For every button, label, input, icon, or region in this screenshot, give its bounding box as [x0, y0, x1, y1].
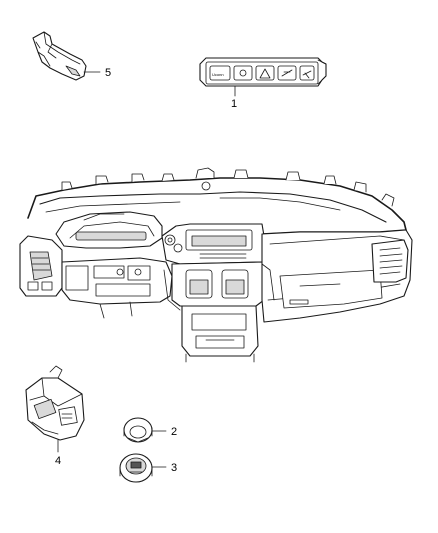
- callout-1: 1: [231, 98, 237, 110]
- part-2-ring: [123, 417, 167, 443]
- callout-3: 3: [171, 462, 177, 474]
- switch-brand-label: Uconn: [212, 72, 224, 77]
- part-3-round-switch: [119, 453, 167, 483]
- callout-5: 5: [105, 67, 111, 79]
- part-1-switch-bank: Uconn: [199, 57, 327, 97]
- part-4-switch-housing: [25, 365, 85, 453]
- hazard-icon: [259, 68, 271, 79]
- callout-4: 4: [55, 455, 61, 467]
- part-5-switch-bracket: [32, 31, 101, 81]
- callout-2: 2: [171, 426, 177, 438]
- instrument-panel-assembly: [19, 167, 413, 363]
